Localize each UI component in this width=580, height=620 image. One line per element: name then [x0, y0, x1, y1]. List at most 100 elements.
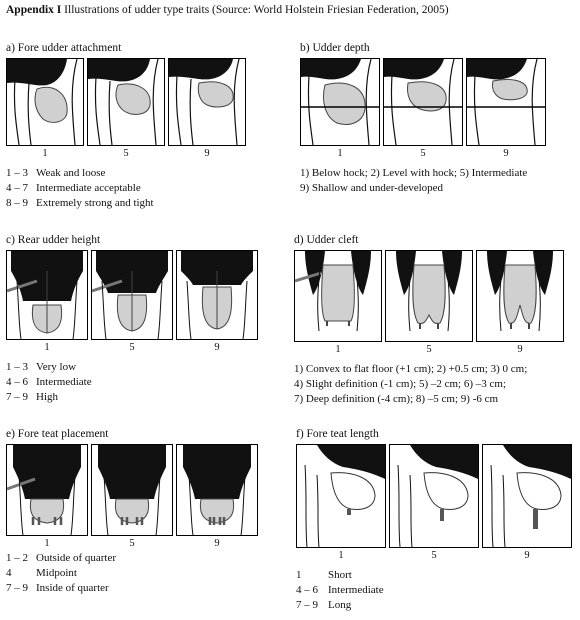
rear-udder-drawing	[7, 445, 81, 535]
score-label: 5	[431, 550, 437, 561]
legend-range: 8 – 9	[6, 197, 28, 209]
score-label: 5	[123, 148, 129, 159]
section-udder-depth: b) Udder depth	[300, 42, 580, 196]
illustration-score-9	[476, 250, 564, 342]
legend-desc: Intermediate acceptable	[36, 182, 141, 194]
rear-udder-drawing	[7, 251, 83, 339]
score-labels: 1 5 9	[6, 342, 288, 353]
legend-desc: Inside of quarter	[36, 582, 109, 594]
score-label: 1	[337, 148, 343, 159]
score-label: 9	[214, 538, 220, 549]
section-udder-cleft: d) Udder cleft	[294, 234, 576, 407]
legend-line: 1) Below hock; 2) Level with hock; 5) In…	[300, 167, 528, 179]
legend-range: 4 – 7	[6, 182, 28, 194]
illustration-score-1	[6, 444, 88, 536]
score-label: 9	[524, 550, 530, 561]
rear-udder-drawing	[295, 251, 371, 332]
legend-desc: Very low	[36, 361, 77, 373]
side-udder-drawing	[301, 59, 379, 145]
section-fore-teat-placement: e) Fore teat placement	[6, 428, 288, 596]
illustration-row	[296, 444, 578, 548]
legend-range: 7 – 9	[6, 391, 28, 403]
score-legend: 1 – 3 Weak and loose 4 – 7 Intermediate ac…	[6, 166, 288, 211]
score-labels: 1 5 9	[6, 538, 288, 549]
side-udder-drawing	[7, 59, 78, 145]
illustration-score-5	[389, 444, 479, 548]
section-title: c) Rear udder height	[6, 234, 101, 246]
side-udder-drawing	[384, 59, 462, 145]
illustration-row	[300, 58, 580, 146]
section-title: b) Udder depth	[300, 42, 370, 54]
score-labels: 1 5 9	[6, 148, 288, 159]
title-text: Illustrations of udder type traits (Sour…	[61, 4, 449, 16]
rear-udder-drawing	[183, 445, 251, 535]
score-labels: 1 5 9	[294, 344, 576, 355]
legend-range: 7 – 9	[296, 599, 318, 611]
legend-desc: Intermediate	[36, 376, 92, 388]
illustration-row	[6, 250, 288, 340]
rear-udder-drawing	[396, 251, 462, 332]
section-fore-udder-attachment: a) Fore udder attachment 1 5	[6, 42, 288, 211]
legend-row: 8 – 9 Extremely strong and tight	[6, 196, 288, 211]
legend-range: 1 – 3	[6, 167, 28, 179]
rear-udder-drawing	[98, 445, 166, 535]
score-labels: 1 5 9	[300, 148, 580, 159]
legend-row: 4 – 6 Intermediate	[6, 375, 288, 390]
legend-range: 4 – 6	[6, 376, 28, 388]
section-title: e) Fore teat placement	[6, 428, 109, 440]
legend-range: 1 – 2	[6, 552, 28, 564]
score-legend: 1) Below hock; 2) Level with hock; 5) In…	[300, 166, 580, 196]
score-label: 1	[44, 342, 50, 353]
legend-range: 4	[6, 567, 12, 579]
legend-line: 9) Shallow and under-developed	[300, 182, 444, 194]
legend-row: 4 Midpoint	[6, 566, 288, 581]
illustration-score-9	[466, 58, 546, 146]
legend-desc: Short	[328, 569, 352, 581]
illustration-row	[294, 250, 576, 342]
score-legend: 1) Convex to flat floor (+1 cm); 2) +0.5…	[294, 362, 576, 407]
score-label: 1	[42, 148, 48, 159]
legend-row: 4 – 7 Intermediate acceptable	[6, 181, 288, 196]
section-title: d) Udder cleft	[294, 234, 359, 246]
legend-desc: Extremely strong and tight	[36, 197, 154, 209]
score-label: 9	[517, 344, 523, 355]
legend-range: 4 – 6	[296, 584, 318, 596]
score-label: 5	[129, 342, 135, 353]
illustration-row	[6, 58, 288, 146]
illustration-score-1	[294, 250, 382, 342]
legend-desc: Weak and loose	[36, 167, 106, 179]
rear-udder-drawing	[92, 251, 168, 339]
rear-udder-drawing	[181, 251, 253, 339]
score-label: 1	[338, 550, 344, 561]
score-label: 1	[44, 538, 50, 549]
legend-desc: Intermediate	[328, 584, 384, 596]
section-rear-udder-height: c) Rear udder height	[6, 234, 288, 405]
illustration-score-1	[6, 58, 84, 146]
score-label: 9	[503, 148, 509, 159]
illustration-score-5	[91, 444, 173, 536]
illustration-score-5	[383, 58, 463, 146]
legend-row: 1 – 3 Weak and loose	[6, 166, 288, 181]
illustration-score-5	[87, 58, 165, 146]
appendix-label: Appendix I	[6, 4, 62, 16]
legend-desc: High	[36, 391, 58, 403]
illustration-score-5	[91, 250, 173, 340]
side-udder-drawing	[467, 59, 545, 145]
legend-desc: Midpoint	[36, 567, 77, 579]
score-label: 5	[420, 148, 426, 159]
side-udder-drawing	[304, 445, 385, 547]
rear-udder-drawing	[487, 251, 553, 332]
legend-line: 4) Slight definition (-1 cm); 5) –2 cm; …	[294, 378, 507, 390]
illustration-score-9	[176, 250, 258, 340]
illustration-score-1	[296, 444, 386, 548]
illustration-score-5	[385, 250, 473, 342]
legend-row: 7 – 9 High	[6, 390, 288, 405]
score-label: 5	[426, 344, 432, 355]
